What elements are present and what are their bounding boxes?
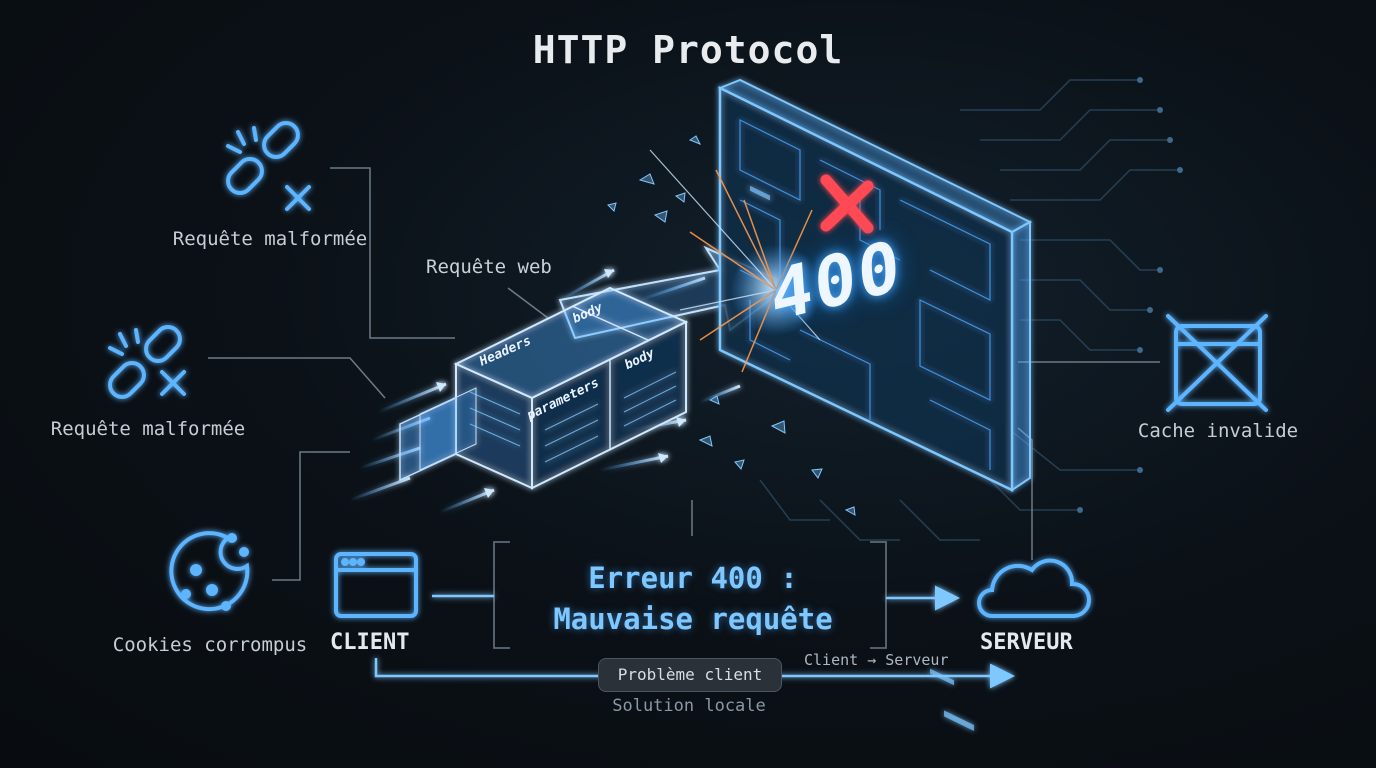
page-title: HTTP Protocol (532, 28, 844, 72)
client-problem-badge: Problème client (598, 658, 782, 692)
flow-arrows (374, 585, 1015, 689)
error-message: Erreur 400 : Mauvaise requête (500, 558, 886, 640)
glass-shards (607, 135, 856, 516)
client-label: CLIENT (330, 630, 410, 655)
cause-label-3: Cookies corrompus (112, 634, 308, 656)
error-wall (717, 78, 1033, 732)
connector-cause-2 (208, 357, 386, 399)
request-packet-cube (399, 286, 689, 490)
speed-arrowheads (436, 269, 686, 498)
cloud-icon (977, 558, 1091, 618)
flow-label: Client → Serveur (804, 651, 949, 669)
cause-label-1: Requête malformée (172, 228, 368, 250)
cookie-icon (169, 531, 250, 612)
badge-subtitle: Solution locale (612, 696, 766, 716)
impact-burst (649, 149, 822, 373)
broken-link-icon (108, 325, 186, 399)
error-message-line-2: Mauvaise requête (553, 602, 833, 636)
error-cross-icon (820, 174, 874, 234)
circuit-nodes (1077, 77, 1183, 513)
connector-cause-1 (330, 167, 455, 339)
circuit-traces (759, 79, 1180, 541)
crossed-cache-icon (1166, 314, 1268, 412)
broken-link-icon (226, 121, 311, 211)
browser-window-icon (334, 552, 418, 618)
cause-label-2: Requête malformée (50, 418, 246, 440)
cache-label: Cache invalide (1137, 420, 1299, 442)
server-label: SERVEUR (980, 630, 1073, 655)
connector-req-web (507, 287, 549, 319)
request-label: Requête web (426, 256, 552, 278)
client-server-bottom-arrow (374, 658, 1015, 689)
connector-cause-3 (272, 451, 350, 581)
error-message-line-1: Erreur 400 : (588, 561, 798, 595)
